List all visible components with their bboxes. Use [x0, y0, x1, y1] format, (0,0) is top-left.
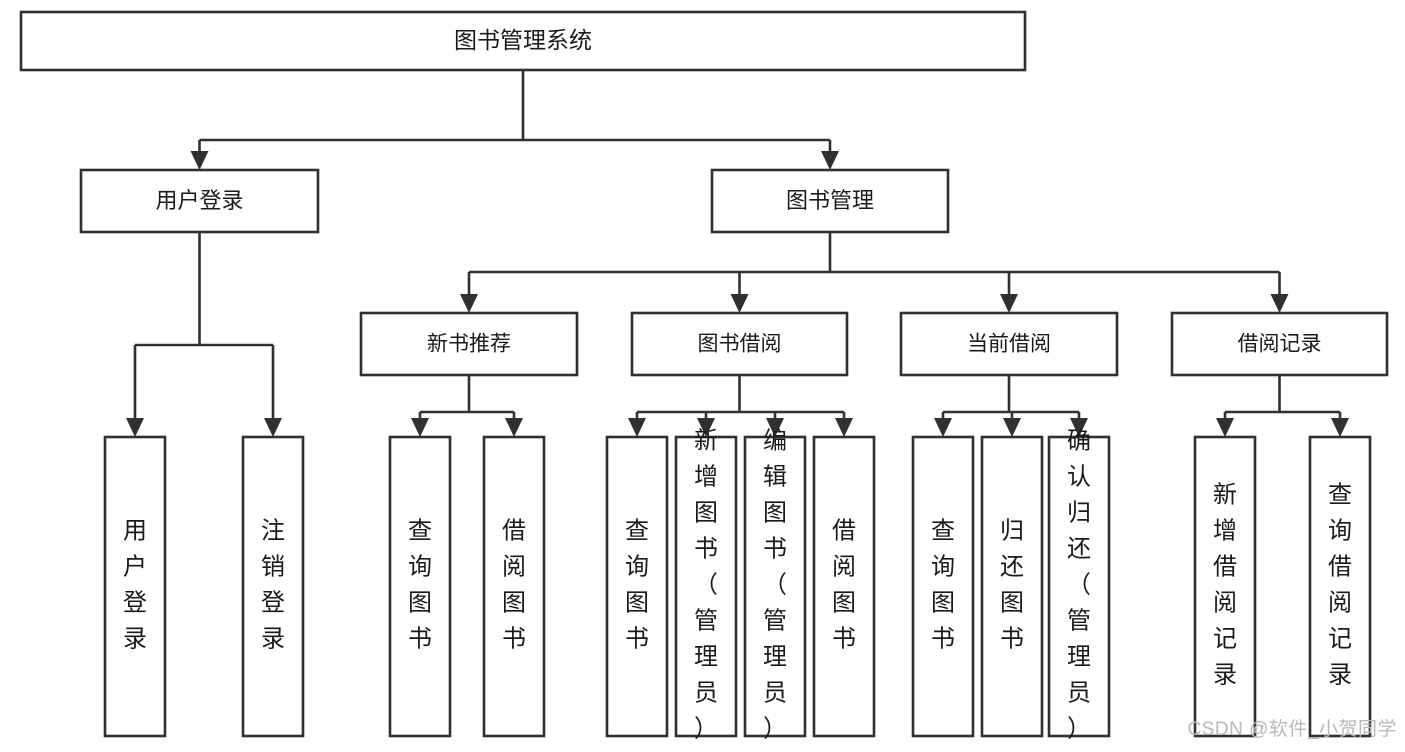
node-leaf-查询借阅记录-12-rect: [1308, 435, 1372, 738]
node-leaf-归还图书-9-label: 归还图书: [1000, 518, 1024, 653]
node-leaf-借阅图书-7-rect: [812, 435, 876, 738]
node-leaf-新增借阅记录-11[interactable]: 新增借阅记录: [1193, 435, 1257, 738]
node-leaf-新增图书管理员-5-label: 新增图书（管理员）: [694, 428, 718, 743]
node-l2-当前借阅-rect: [899, 311, 1119, 377]
node-leaf-编辑图书管理员-6-rect: [743, 435, 807, 738]
node-leaf-借阅图书-3-label: 借阅图书: [502, 518, 526, 653]
node-leaf-归还图书-9-rect: [980, 435, 1044, 738]
connector-当前借阅-to-归还图书-arrowhead-icon: [1003, 418, 1021, 437]
connector-mgmt-to-借阅记录-arrowhead-icon: [1270, 294, 1289, 313]
node-leaf-用户登录-0-label: 用户登录: [123, 518, 147, 653]
node-leaf-编辑图书管理员-6-label: 编辑图书（管理员）: [763, 428, 787, 743]
connector-当前借阅-to-查询图书-arrowhead-icon: [934, 418, 952, 437]
connector-图书借阅-to-新增图书管理员-arrowhead-icon: [697, 418, 715, 437]
connector-新书推荐-to-借阅图书-arrowhead-icon: [505, 418, 523, 437]
node-l2-新书推荐[interactable]: 新书推荐: [359, 311, 579, 377]
node-leaf-查询图书-8-rect: [911, 435, 975, 738]
node-leaf-借阅图书-7-label: 借阅图书: [832, 518, 856, 653]
node-leaf-用户登录-0[interactable]: 用户登录: [103, 435, 167, 738]
node-l2-借阅记录[interactable]: 借阅记录: [1170, 311, 1389, 377]
node-leaf-借阅图书-3[interactable]: 借阅图书: [482, 435, 546, 738]
connector-mgmt-to-图书借阅-arrowhead-icon: [730, 294, 749, 313]
node-leaf-注销登录-1-rect: [241, 435, 305, 738]
node-root[interactable]: 图书管理系统: [19, 10, 1027, 72]
node-leaf-借阅图书-7[interactable]: 借阅图书: [812, 435, 876, 738]
node-l1-图书管理[interactable]: 图书管理: [710, 168, 950, 234]
node-l2-新书推荐-rect: [359, 311, 579, 377]
connector-图书借阅-to-查询图书-arrowhead-icon: [628, 418, 646, 437]
connector-root-to-用户登录-arrowhead-icon: [190, 151, 209, 170]
node-leaf-新增借阅记录-11-rect: [1193, 435, 1257, 738]
connector-mgmt-to-当前借阅-arrowhead-icon: [1000, 294, 1018, 313]
node-l2-借阅记录-rect: [1170, 311, 1389, 377]
node-leaf-查询图书-8[interactable]: 查询图书: [911, 435, 975, 738]
node-l1-用户登录[interactable]: 用户登录: [79, 168, 320, 234]
connector-借阅记录-to-查询借阅记录-arrowhead-icon: [1331, 418, 1349, 437]
node-leaf-编辑图书管理员-6[interactable]: 编辑图书（管理员）: [743, 428, 807, 743]
node-leaf-查询图书-4-label: 查询图书: [625, 518, 649, 653]
node-l1-图书管理-rect: [710, 168, 950, 234]
node-root-label: 图书管理系统: [454, 27, 592, 53]
connector-借阅记录-to-新增借阅记录-arrowhead-icon: [1216, 418, 1234, 437]
node-leaf-查询图书-2-label: 查询图书: [408, 518, 432, 653]
node-leaf-注销登录-1-label: 注销登录: [261, 518, 285, 653]
node-leaf-查询图书-4-rect: [605, 435, 669, 738]
connector-图书借阅-to-编辑图书管理员-arrowhead-icon: [766, 418, 784, 437]
nodes-layer: 图书管理系统用户登录图书管理新书推荐图书借阅当前借阅借阅记录用户登录注销登录查询…: [19, 10, 1389, 743]
node-leaf-归还图书-9[interactable]: 归还图书: [980, 435, 1044, 738]
node-l2-新书推荐-label: 新书推荐: [427, 333, 511, 356]
node-leaf-查询图书-4[interactable]: 查询图书: [605, 435, 669, 738]
node-leaf-查询图书-2-rect: [388, 435, 452, 738]
node-leaf-借阅图书-3-rect: [482, 435, 546, 738]
connector-root-to-图书管理-arrowhead-icon: [821, 151, 839, 170]
node-leaf-用户登录-0-rect: [103, 435, 167, 738]
node-l2-当前借阅-label: 当前借阅: [967, 333, 1051, 356]
node-leaf-查询借阅记录-12[interactable]: 查询借阅记录: [1308, 435, 1372, 738]
node-l2-图书借阅-label: 图书借阅: [698, 333, 782, 356]
node-l1-图书管理-label: 图书管理: [786, 188, 874, 213]
node-leaf-确认归还管理员-10-rect: [1047, 435, 1111, 738]
node-l2-当前借阅[interactable]: 当前借阅: [899, 311, 1119, 377]
connector-图书借阅-to-借阅图书-arrowhead-icon: [835, 418, 853, 437]
node-leaf-确认归还管理员-10[interactable]: 确认归还（管理员）: [1047, 428, 1111, 743]
node-leaf-确认归还管理员-10-label: 确认归还（管理员）: [1067, 428, 1091, 743]
node-l1-用户登录-rect: [79, 168, 320, 234]
connector-用户登录-to-用户登录-arrowhead-icon: [126, 418, 144, 437]
connectors-layer: [126, 70, 1349, 437]
node-root-rect: [19, 10, 1027, 72]
connector-mgmt-to-新书推荐-arrowhead-icon: [460, 294, 478, 313]
node-l2-图书借阅-rect: [630, 311, 849, 377]
node-leaf-新增图书管理员-5-rect: [674, 435, 738, 738]
node-l2-借阅记录-label: 借阅记录: [1238, 333, 1322, 356]
node-leaf-新增图书管理员-5[interactable]: 新增图书（管理员）: [674, 428, 738, 743]
node-leaf-新增借阅记录-11-label: 新增借阅记录: [1213, 482, 1237, 689]
connector-当前借阅-to-确认归还管理员-arrowhead-icon: [1070, 418, 1088, 437]
node-l1-用户登录-label: 用户登录: [155, 188, 243, 213]
connector-用户登录-to-注销登录-arrowhead-icon: [264, 418, 282, 437]
connector-新书推荐-to-查询图书-arrowhead-icon: [411, 418, 429, 437]
node-leaf-注销登录-1[interactable]: 注销登录: [241, 435, 305, 738]
node-leaf-查询图书-8-label: 查询图书: [931, 518, 955, 653]
node-leaf-查询图书-2[interactable]: 查询图书: [388, 435, 452, 738]
node-l2-图书借阅[interactable]: 图书借阅: [630, 311, 849, 377]
node-leaf-查询借阅记录-12-label: 查询借阅记录: [1328, 482, 1352, 689]
